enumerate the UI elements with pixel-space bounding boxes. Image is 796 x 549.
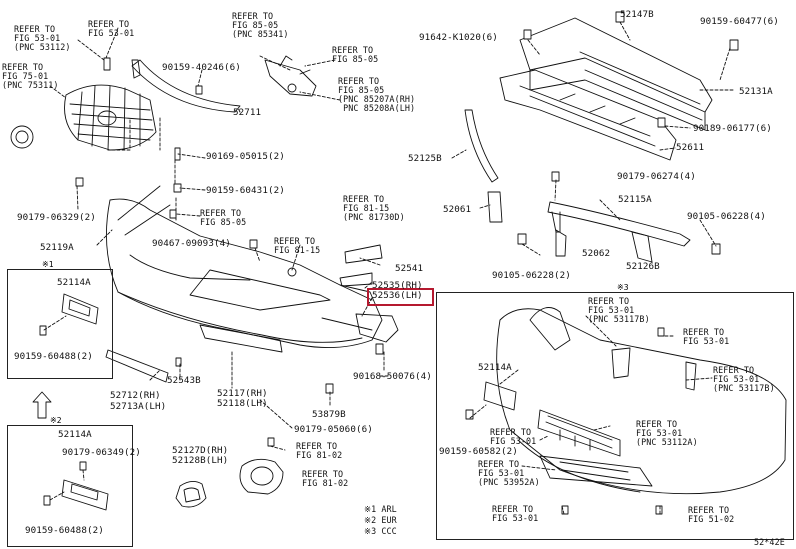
legend-eur: ※2 EUR [364, 515, 397, 525]
emblem [10, 125, 34, 149]
drawing-code: 52*42E [754, 537, 785, 547]
lower-support-52115a [547, 201, 691, 263]
variant-box-1 [7, 269, 113, 379]
box1-mark: ※1 [42, 260, 54, 269]
label-52115a[interactable]: 52115A [618, 194, 652, 205]
box3-mark: ※3 [617, 283, 629, 292]
box2-label-90159-60488[interactable]: 90159-60488(2) [25, 525, 104, 536]
label-90168-50076[interactable]: 90168-50076(4) [353, 371, 432, 382]
box3-label-52114a[interactable]: 52114A [478, 362, 512, 373]
label-52712[interactable]: 52712(RH) [110, 390, 161, 401]
label-52536[interactable]: 52536(LH) [372, 290, 423, 301]
label-52127d[interactable]: 52127D(RH) [172, 445, 229, 456]
retainer-52535 [339, 272, 373, 287]
fog-lamp-52127 [239, 458, 284, 495]
label-refer-81-15-pnc81730[interactable]: REFER TO FIG 81-15 (PNC 81730D) [343, 194, 405, 222]
label-90179-06274[interactable]: 90179-06274(4) [617, 171, 696, 182]
bracket-left [131, 59, 141, 79]
box3-label-refer-53-01-pnc53952a[interactable]: REFER TO FIG 53-01 (PNC 53952A) [478, 459, 540, 487]
box1-label-90159-60488[interactable]: 90159-60488(2) [14, 351, 93, 362]
fog-lamp-bezel [175, 481, 207, 508]
right-leader-lines [451, 21, 736, 256]
box3-label-refer-53-01-pnc53117b-r[interactable]: REFER TO FIG 53-01 (PNC 53117B) [713, 365, 775, 393]
label-52128b[interactable]: 52128B(LH) [172, 455, 229, 466]
box1-bracket [39, 293, 99, 336]
label-52062[interactable]: 52062 [582, 248, 611, 259]
label-refer-85-05[interactable]: REFER TO FIG 85-05 [332, 45, 379, 64]
bumper-reinforcement-52131a [519, 17, 713, 131]
label-90179-06329[interactable]: 90179-06329(2) [17, 212, 96, 223]
box3-label-refer-53-01-pnc53117b[interactable]: REFER TO FIG 53-01 (PNC 53117B) [588, 296, 650, 324]
label-90105-06228-2[interactable]: 90105-06228(2) [492, 270, 571, 281]
label-52119a[interactable]: 52119A [40, 242, 74, 253]
label-52713a[interactable]: 52713A(LH) [110, 401, 167, 412]
front-bumper-cover [106, 185, 383, 353]
side-molding-52712 [105, 349, 169, 383]
box2-label-52114a[interactable]: 52114A [58, 429, 92, 440]
label-90179-05060[interactable]: 90179-05060(6) [294, 424, 373, 435]
box3-label-refer-53-01-c[interactable]: REFER TO FIG 53-01 [492, 504, 539, 523]
label-refer-81-02-a[interactable]: REFER TO FIG 81-02 [296, 441, 343, 460]
legend-arl: ※1 ARL [364, 504, 397, 514]
label-52541[interactable]: 52541 [395, 263, 424, 274]
energy-absorber-52611 [499, 69, 677, 161]
variant-box-2 [7, 425, 133, 547]
box2-bracket [43, 461, 109, 511]
label-52131a[interactable]: 52131A [739, 86, 773, 97]
box3-label-refer-51-02[interactable]: REFER TO FIG 51-02 [688, 505, 735, 524]
box3-label-refer-53-01-b[interactable]: REFER TO FIG 53-01 [490, 427, 537, 446]
label-52611[interactable]: 52611 [676, 142, 705, 153]
variant-box-3 [436, 292, 794, 540]
label-refer-81-15[interactable]: REFER TO FIG 81-15 [274, 236, 321, 255]
label-refer-75-01[interactable]: REFER TO FIG 75-01 (PNC 75311) [2, 62, 59, 90]
label-53879b[interactable]: 53879B [312, 409, 346, 420]
label-90189-06177[interactable]: 90189-06177(6) [693, 123, 772, 134]
label-52126b[interactable]: 52126B [626, 261, 660, 272]
label-52117[interactable]: 52117(RH) [217, 388, 268, 399]
box2-mark: ※2 [50, 416, 62, 425]
label-52543b[interactable]: 52543B [167, 375, 201, 386]
label-90467-09093[interactable]: 90467-09093(4) [152, 238, 231, 249]
highlight-52536[interactable] [367, 288, 434, 306]
box3-leader-lines [469, 315, 713, 515]
upper-garnish-52711 [131, 59, 241, 113]
label-90159-40246[interactable]: 90159-40246(6) [162, 62, 241, 73]
box3-bumper [465, 307, 787, 515]
side-support-52125b [464, 109, 503, 223]
label-refer-85-05-pnc85341[interactable]: REFER TO FIG 85-05 (PNC 85341) [232, 11, 289, 39]
label-90169-05015[interactable]: 90169-05015(2) [206, 151, 285, 162]
label-52061[interactable]: 52061 [443, 204, 472, 215]
washer-nozzle [264, 55, 317, 97]
label-refer-53-01[interactable]: REFER TO FIG 53-01 [88, 19, 135, 38]
box2-label-90179-06349[interactable]: 90179-06349(2) [62, 447, 141, 458]
label-refer-85-05-b[interactable]: REFER TO FIG 85-05 [200, 208, 247, 227]
legend-ccc: ※3 CCC [364, 526, 397, 536]
label-90159-60431[interactable]: 90159-60431(2) [206, 185, 285, 196]
retainer-52541 [344, 244, 383, 264]
radiator-grille [64, 84, 157, 151]
label-52535[interactable]: 52535(RH) [372, 280, 423, 291]
label-refer-85-05-pnc85207[interactable]: REFER TO FIG 85-05 (PNC 85207A(RH) PNC 8… [338, 76, 416, 113]
label-52147b[interactable]: 52147B [620, 9, 654, 20]
label-90105-06228-4[interactable]: 90105-06228(4) [687, 211, 766, 222]
label-91642-k1020[interactable]: 91642-K1020(6) [419, 32, 498, 43]
label-52125b[interactable]: 52125B [408, 153, 442, 164]
leader-lines [49, 27, 391, 451]
label-52118[interactable]: 52118(LH) [217, 398, 268, 409]
box1-label-52114a[interactable]: 52114A [57, 277, 91, 288]
label-refer-53-01-pnc53112[interactable]: REFER TO FIG 53-01 (PNC 53112) [14, 24, 71, 52]
fasteners [75, 57, 384, 447]
bracket-52536 [355, 313, 399, 343]
label-90159-60477[interactable]: 90159-60477(6) [700, 16, 779, 27]
box3-label-refer-53-01-a[interactable]: REFER TO FIG 53-01 [683, 327, 730, 346]
arrow-up-icon [32, 391, 52, 419]
label-52711[interactable]: 52711 [233, 107, 262, 118]
box3-label-refer-53-01-pnc53112a[interactable]: REFER TO FIG 53-01 (PNC 53112A) [636, 419, 698, 447]
box3-label-90159-60582[interactable]: 90159-60582(2) [439, 446, 518, 457]
label-refer-81-02-b[interactable]: REFER TO FIG 81-02 [302, 469, 349, 488]
